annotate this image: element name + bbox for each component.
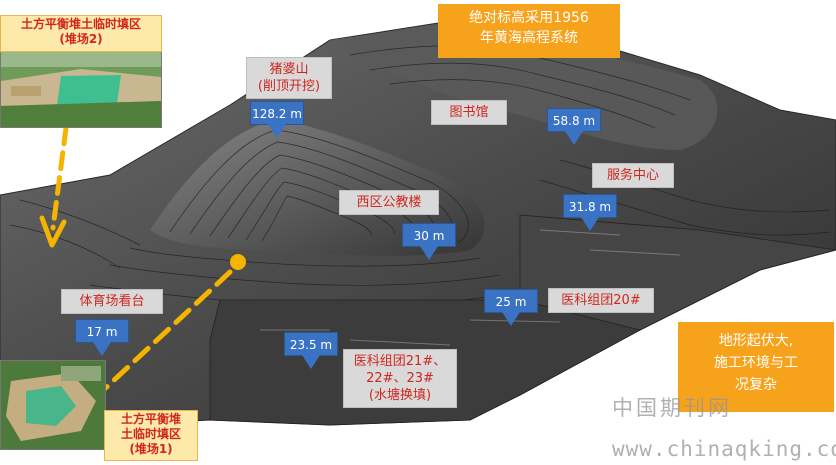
elevation-system-line2: 年黄海高程系统 <box>480 30 578 46</box>
watermark-url: www.chinaqking.com <box>612 437 836 461</box>
marker-pointer <box>268 124 286 138</box>
watermark-site-name: 中国期刊网 <box>612 396 732 420</box>
service-name: 服务中心 <box>606 168 659 183</box>
elevation-zhupo-value: 128.2 m <box>250 101 304 125</box>
label-stadium: 体育场看台 <box>61 289 163 314</box>
photo-stockpile-1-label: 土方平衡堆 土临时填区 (堆场1) <box>104 410 198 461</box>
elevation-marker-zhupo: 128.2 m <box>250 101 304 139</box>
building-pads <box>260 229 681 346</box>
label-medical-21-23: 医科组团21#、 22#、23# (水塘换填) <box>343 349 457 408</box>
marker-pointer <box>93 342 111 356</box>
arrow-head-2 <box>39 215 67 248</box>
elevation-marker-medical-20: 25 m <box>484 289 538 327</box>
zhupo-name: 猪婆山 <box>269 62 309 77</box>
marker-pointer <box>302 355 320 369</box>
library-name: 图书馆 <box>449 105 489 120</box>
elevation-system-note: 绝对标高采用1956 年黄海高程系统 <box>438 4 620 58</box>
photo-stockpile-2 <box>0 50 162 128</box>
medical-21-line2: 22#、23# <box>366 371 434 386</box>
marker-pointer <box>420 246 438 260</box>
elevation-marker-stadium: 17 m <box>75 319 129 357</box>
terrain-note-line1: 地形起伏大, <box>718 333 794 349</box>
marker-pointer <box>565 131 583 145</box>
photo-stockpile-1-image <box>1 361 105 449</box>
label-zhupo-mountain: 猪婆山 (削顶开挖) <box>246 57 332 99</box>
elevation-medical-20-value: 25 m <box>484 289 538 313</box>
elevation-library-value: 58.8 m <box>547 108 601 132</box>
arrow-stockpile-2 <box>50 125 69 231</box>
marker-pointer <box>581 217 599 231</box>
photo-stockpile-1-label-line3: (堆场1) <box>129 442 173 456</box>
photo-stockpile-2-label: 土方平衡堆土临时填区 (堆场2) <box>0 15 162 52</box>
elevation-marker-service: 31.8 m <box>563 194 617 232</box>
medical-20-name: 医科组团20# <box>561 293 641 308</box>
photo-stockpile-1-label-line1: 土方平衡堆 <box>120 412 181 426</box>
photo-stockpile-2-image <box>1 51 161 127</box>
arrow-stockpile-1 <box>79 269 233 413</box>
elevation-marker-medical-21: 23.5 m <box>284 332 338 370</box>
elevation-west-classroom-value: 30 m <box>402 223 456 247</box>
photo-stockpile-2-label-line1: 土方平衡堆土临时填区 <box>20 17 141 31</box>
zhupo-hill <box>150 120 485 256</box>
medical-21-line3: (水塘换填) <box>368 388 432 403</box>
label-service-center: 服务中心 <box>592 163 674 188</box>
elevation-marker-library: 58.8 m <box>547 108 601 146</box>
elevation-system-line1: 绝对标高采用1956 <box>469 10 589 26</box>
terrain-note-line3: 况复杂 <box>735 377 777 393</box>
photo-stockpile-1 <box>0 360 106 450</box>
label-medical-20: 医科组团20# <box>548 288 654 313</box>
label-library: 图书馆 <box>431 100 507 125</box>
stadium-name: 体育场看台 <box>79 294 145 309</box>
label-west-classroom: 西区公教楼 <box>339 190 439 215</box>
elevation-stadium-value: 17 m <box>75 319 129 343</box>
elevation-marker-west-classroom: 30 m <box>402 223 456 261</box>
elevation-medical-21-value: 23.5 m <box>284 332 338 356</box>
photo-stockpile-2-label-line2: (堆场2) <box>59 32 103 46</box>
marker-pointer <box>502 312 520 326</box>
terrain-complexity-note: 地形起伏大, 施工环境与工 况复杂 <box>678 322 834 412</box>
terrain-note-line2: 施工环境与工 <box>714 355 798 371</box>
photo-stockpile-1-label-line2: 土临时填区 <box>120 427 181 441</box>
zhupo-note: (削顶开挖) <box>257 79 321 94</box>
arrow-origin-dot <box>230 254 246 270</box>
elevation-service-value: 31.8 m <box>563 194 617 218</box>
west-classroom-name: 西区公教楼 <box>356 195 422 210</box>
upper-ridge <box>330 28 718 150</box>
medical-21-line1: 医科组团21#、 <box>353 354 447 369</box>
